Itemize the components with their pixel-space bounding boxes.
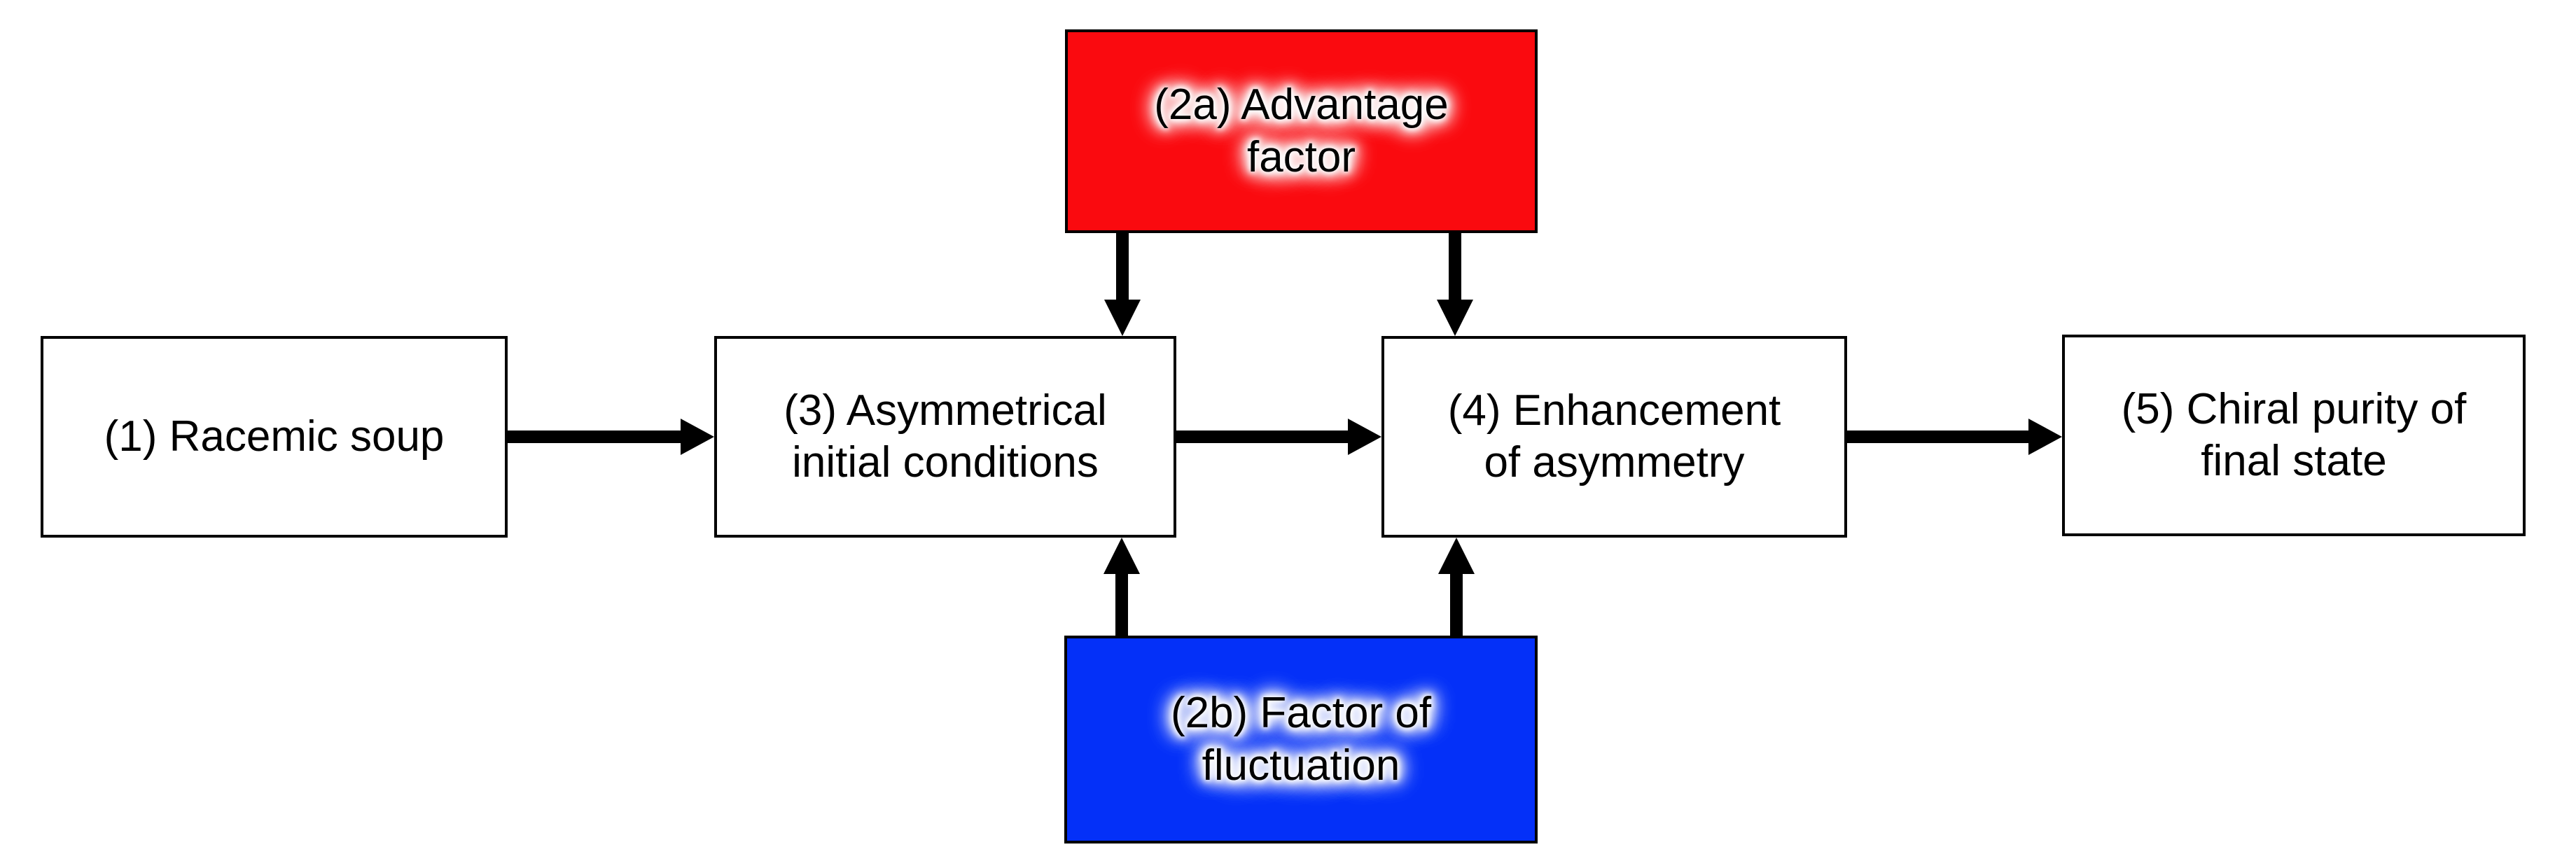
- arrow-2a-to-3-shaft: [1116, 231, 1129, 302]
- arrow-2a-to-3-arrowhead-icon: [1104, 300, 1141, 336]
- node-enhancement-of-asymmetry-label: (4) Enhancement of asymmetry: [1447, 386, 1781, 486]
- arrow-2b-to-4-arrowhead-icon: [1438, 538, 1475, 574]
- node-racemic-soup-label: (1) Racemic soup: [104, 412, 445, 461]
- node-enhancement-of-asymmetry: (4) Enhancement of asymmetry: [1381, 336, 1847, 538]
- node-asymmetrical-initial-conditions-label: (3) Asymmetrical initial conditions: [784, 386, 1107, 486]
- arrow-1-to-3-shaft: [508, 430, 683, 443]
- arrow-1-to-3-arrowhead-icon: [681, 419, 714, 455]
- arrow-3-to-4-arrowhead-icon: [1348, 419, 1381, 455]
- arrow-4-to-5-shaft: [1847, 430, 2031, 443]
- arrow-2b-to-3-arrowhead-icon: [1103, 538, 1140, 574]
- node-factor-of-fluctuation: (2b) Factor of fluctuation: [1064, 636, 1538, 844]
- node-racemic-soup: (1) Racemic soup: [41, 336, 508, 538]
- arrow-2b-to-3-shaft: [1115, 571, 1128, 638]
- node-chiral-purity-final-state-label: (5) Chiral purity of final state: [2121, 384, 2467, 485]
- node-advantage-factor-label: (2a) Advantage factor: [1154, 80, 1449, 181]
- node-advantage-factor: (2a) Advantage factor: [1065, 29, 1538, 233]
- arrow-2a-to-4-shaft: [1449, 231, 1461, 302]
- node-factor-of-fluctuation-label: (2b) Factor of fluctuation: [1170, 689, 1432, 790]
- node-chiral-purity-final-state: (5) Chiral purity of final state: [2062, 335, 2526, 536]
- arrow-2b-to-4-shaft: [1450, 571, 1463, 638]
- node-asymmetrical-initial-conditions: (3) Asymmetrical initial conditions: [714, 336, 1176, 538]
- arrow-3-to-4-shaft: [1176, 430, 1350, 443]
- arrow-4-to-5-arrowhead-icon: [2028, 419, 2062, 455]
- arrow-2a-to-4-arrowhead-icon: [1437, 300, 1473, 336]
